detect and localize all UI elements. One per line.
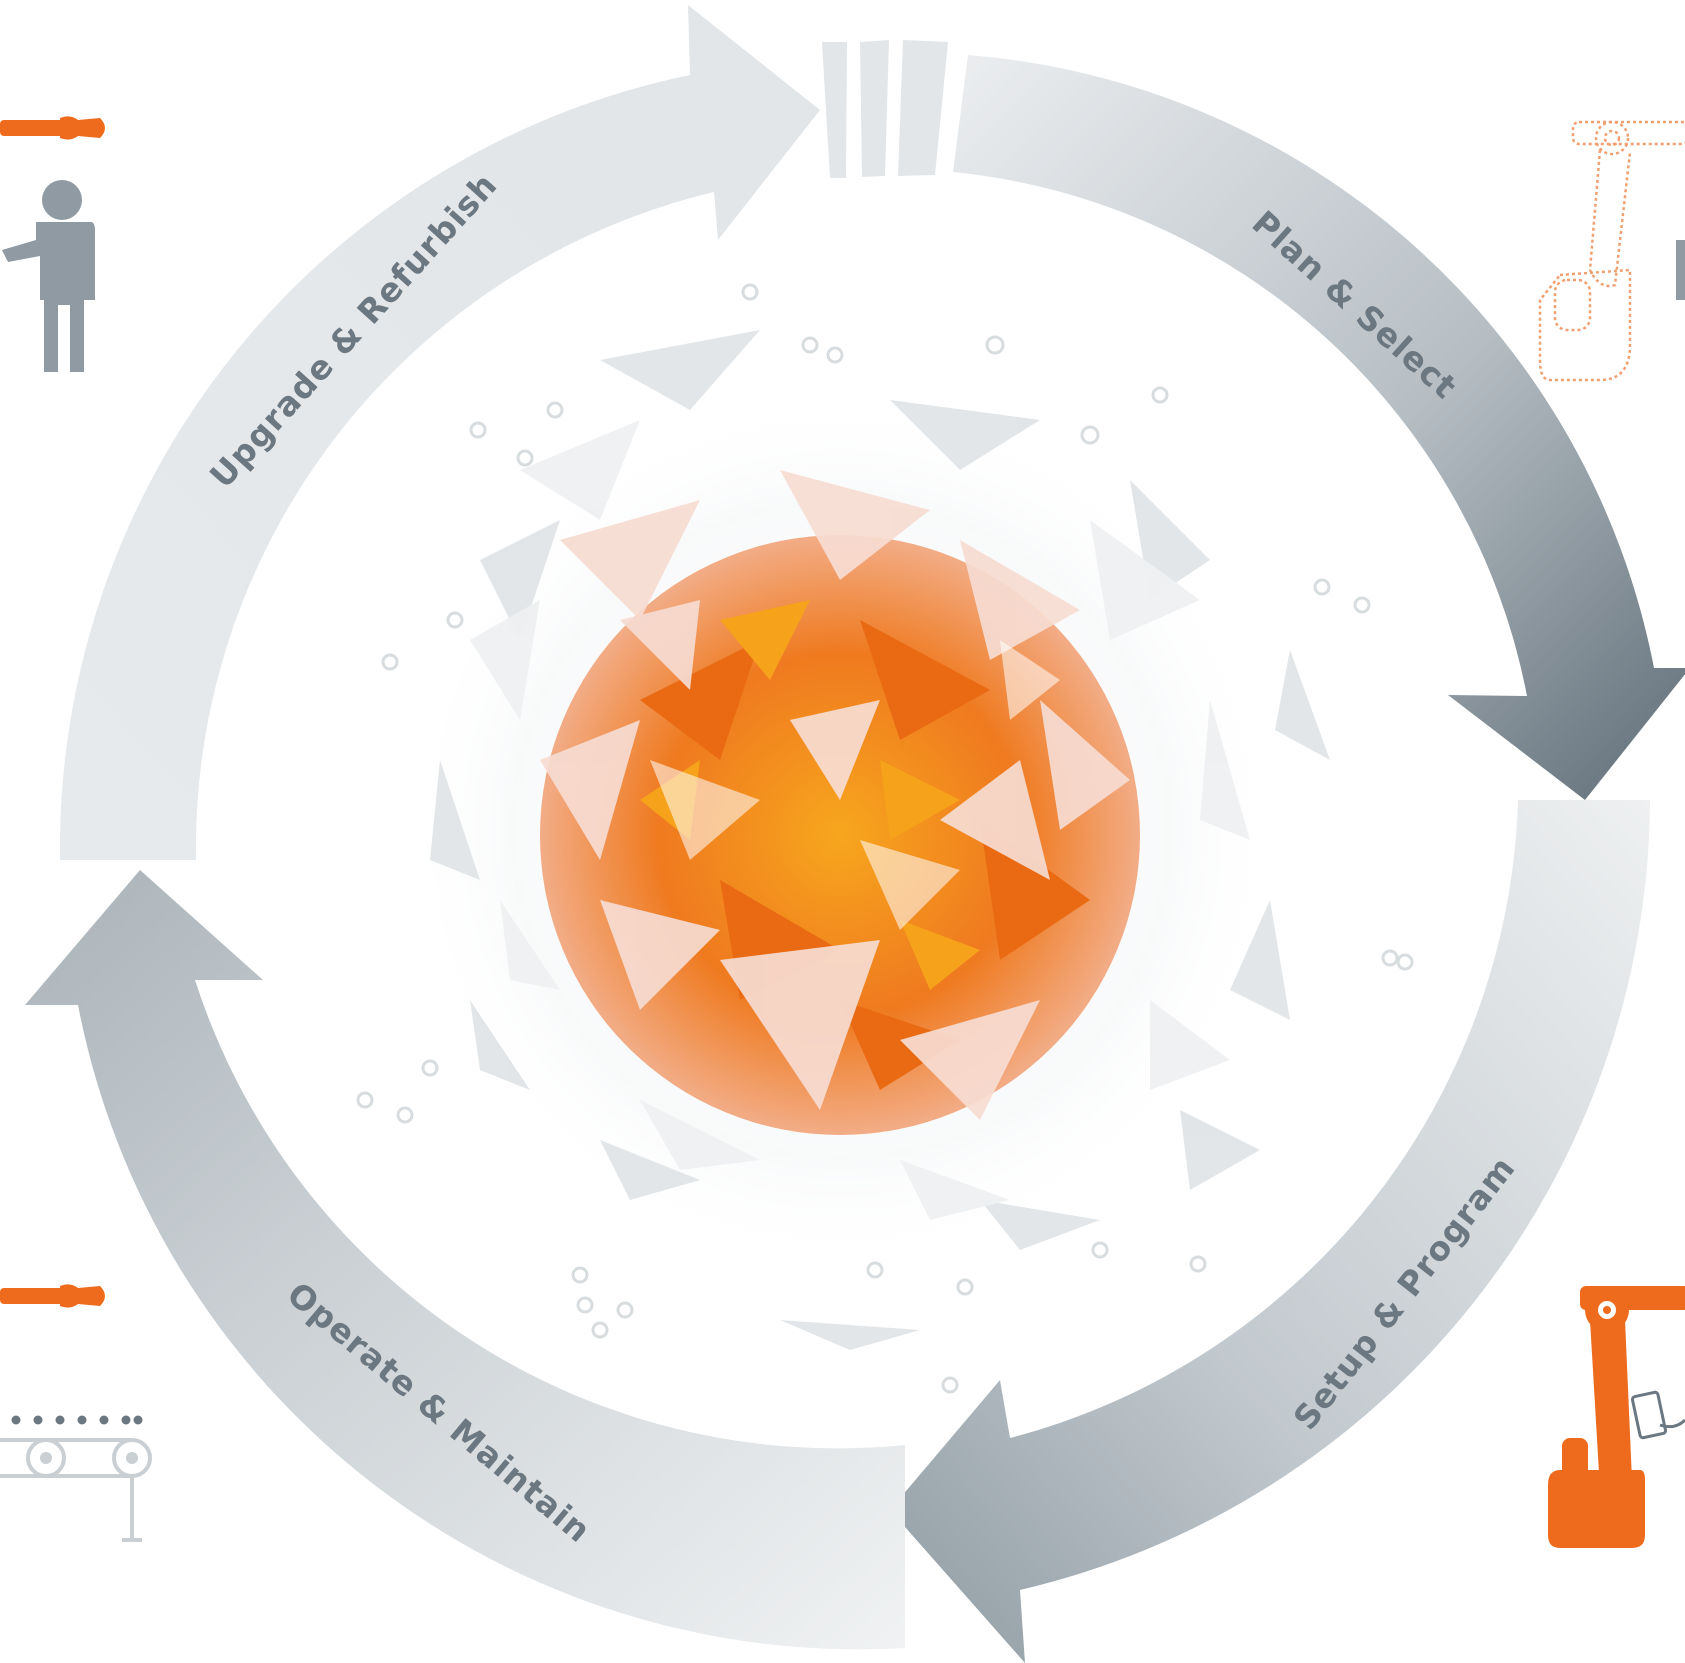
arrow-plan-select [953,55,1685,800]
robot-arm-tool-icon [0,116,105,140]
label-upgrade-refurbish: Upgrade & Refurbish [202,165,505,495]
arrow-upgrade-refurbish [59,5,820,860]
cycle-arrows [25,5,1685,1663]
robot-outline-icon [1538,120,1685,382]
person-operator-icon [2,180,95,372]
arrow-setup-program [890,800,1650,1663]
side-tab-graphic [1676,240,1685,300]
conveyor-icon [0,1415,152,1542]
stripes-graphic [822,40,948,178]
arrow-operate-maintain [25,870,905,1650]
robot-with-teach-pendant-icon [1548,1286,1685,1548]
robot-arm-tool-icon-2 [0,1284,105,1308]
faceted-sphere-graphic [356,283,1414,1394]
